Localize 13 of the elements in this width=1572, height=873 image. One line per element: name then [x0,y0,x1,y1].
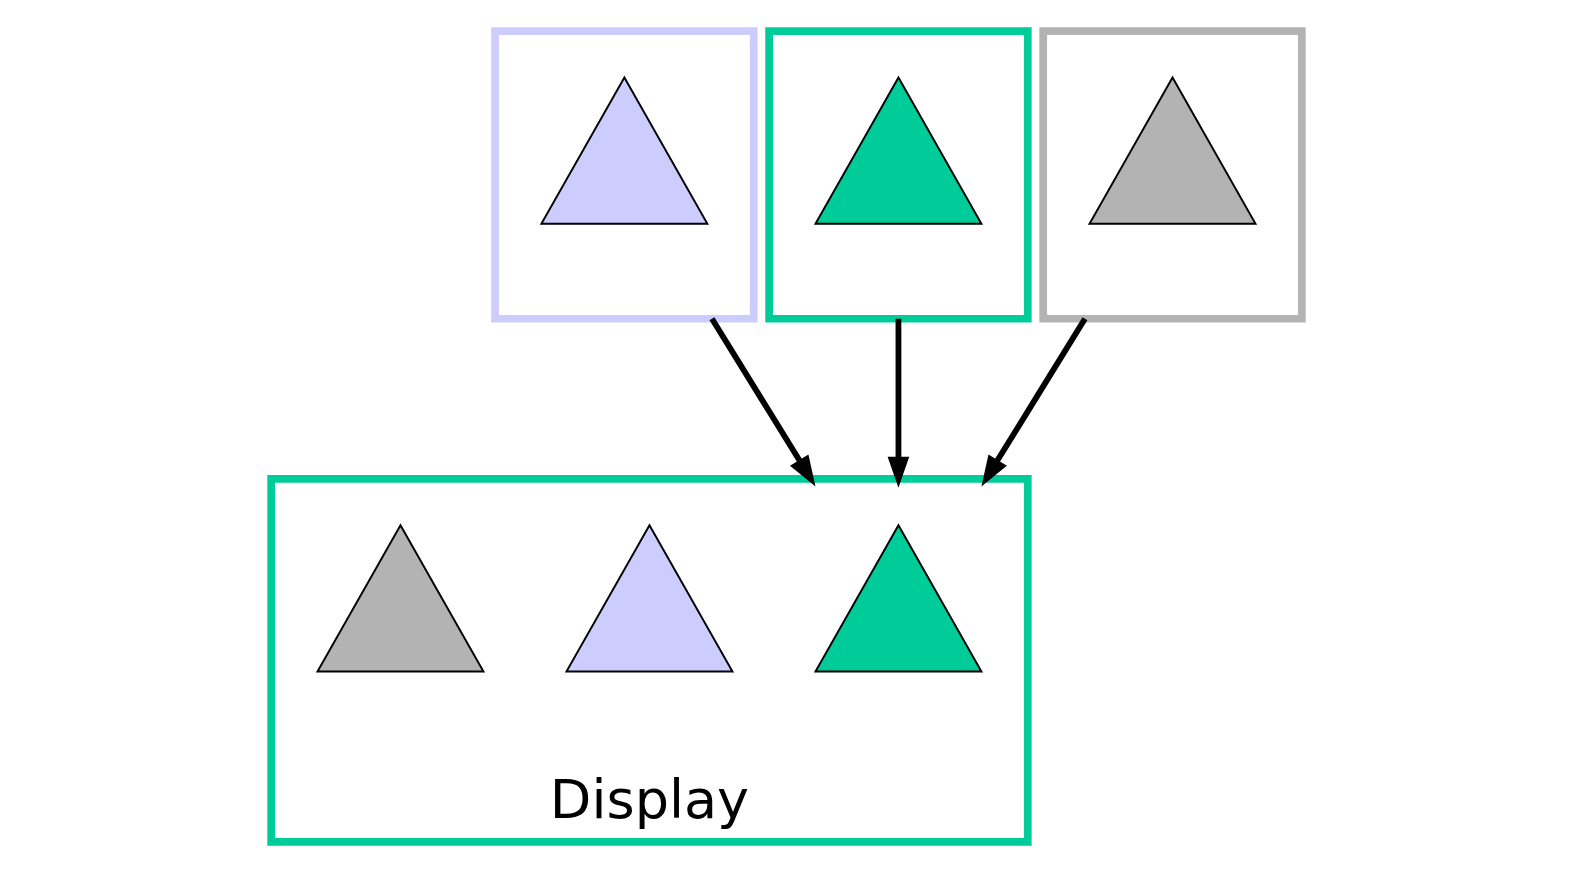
cluster: Display [266,475,1032,846]
cluster [1038,27,1306,323]
cluster [764,27,1032,323]
node-triangle [315,523,485,673]
node-triangle [813,523,983,673]
node-triangle [1087,75,1257,225]
arrow [709,317,815,487]
cluster [490,27,758,323]
arrow [887,318,909,488]
node-triangle [539,75,709,225]
arrow [980,317,1087,487]
node-triangle [564,523,734,673]
node-triangle [813,75,983,225]
